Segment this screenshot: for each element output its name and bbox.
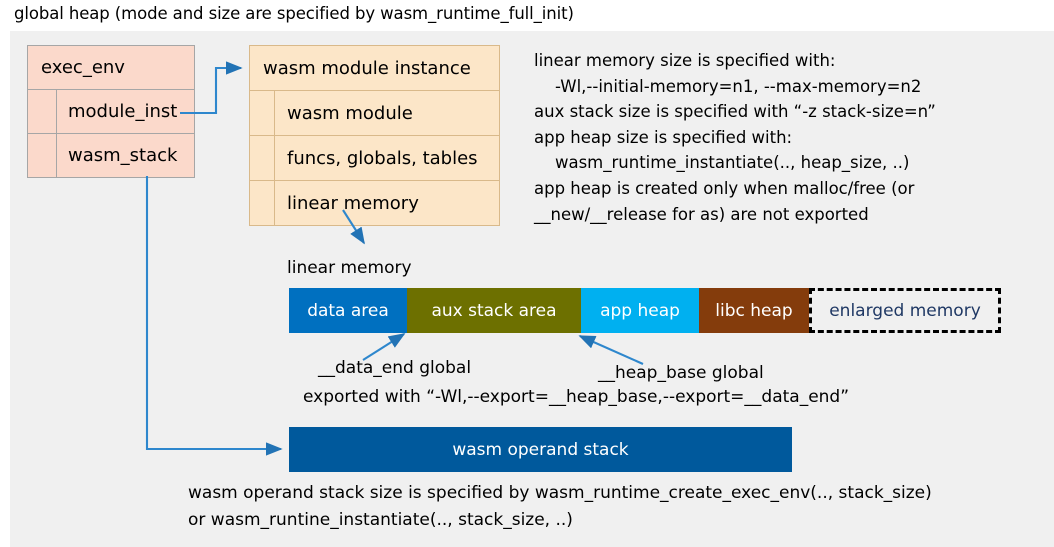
module-instance-row-linear-memory: linear memory: [249, 181, 500, 226]
exec-env-row-module-inst: module_inst: [27, 90, 195, 134]
module-instance-gutter: [250, 91, 275, 135]
exec-env-gutter: [28, 90, 57, 133]
memory-segment-aux-stack-area: aux stack area: [407, 288, 581, 333]
operand-stack-note: wasm operand stack size is specified by …: [188, 483, 932, 530]
wasm-module-instance-box: wasm module instance wasm module funcs, …: [249, 45, 500, 226]
exec-env-header: exec_env: [27, 45, 195, 90]
linear-memory-notes: linear memory size is specified with: -W…: [534, 51, 936, 224]
memory-segment-app-heap: app heap: [581, 288, 699, 333]
module-instance-row-wasm-module: wasm module: [249, 91, 500, 136]
memory-segment-data-area: data area: [289, 288, 407, 333]
exec-env-row-wasm-stack: wasm_stack: [27, 134, 195, 178]
memory-segment-enlarged-memory: enlarged memory: [809, 288, 1001, 333]
annotation-data-end: __data_end global: [318, 358, 472, 378]
module-instance-field-funcs-globals-tables: funcs, globals, tables: [275, 136, 499, 180]
module-instance-field-wasm-module: wasm module: [275, 91, 499, 135]
page-title: global heap (mode and size are specified…: [14, 4, 574, 23]
exec-env-box: exec_env module_inst wasm_stack: [27, 45, 195, 178]
wasm-operand-stack-bar: wasm operand stack: [289, 427, 792, 472]
module-instance-row-funcs-globals-tables: funcs, globals, tables: [249, 136, 500, 181]
exec-env-gutter: [28, 134, 57, 177]
annotation-heap-base: __heap_base global: [598, 363, 764, 383]
linear-memory-label: linear memory: [287, 258, 412, 278]
module-instance-header: wasm module instance: [249, 45, 500, 91]
memory-segment-libc-heap: libc heap: [699, 288, 809, 333]
module-instance-gutter: [250, 136, 275, 180]
exec-env-field-module-inst: module_inst: [57, 90, 194, 133]
annotation-exported-with: exported with “-Wl,--export=__heap_base,…: [303, 387, 850, 407]
module-instance-field-linear-memory: linear memory: [275, 181, 499, 225]
module-instance-gutter: [250, 181, 275, 225]
exec-env-field-wasm-stack: wasm_stack: [57, 134, 194, 177]
